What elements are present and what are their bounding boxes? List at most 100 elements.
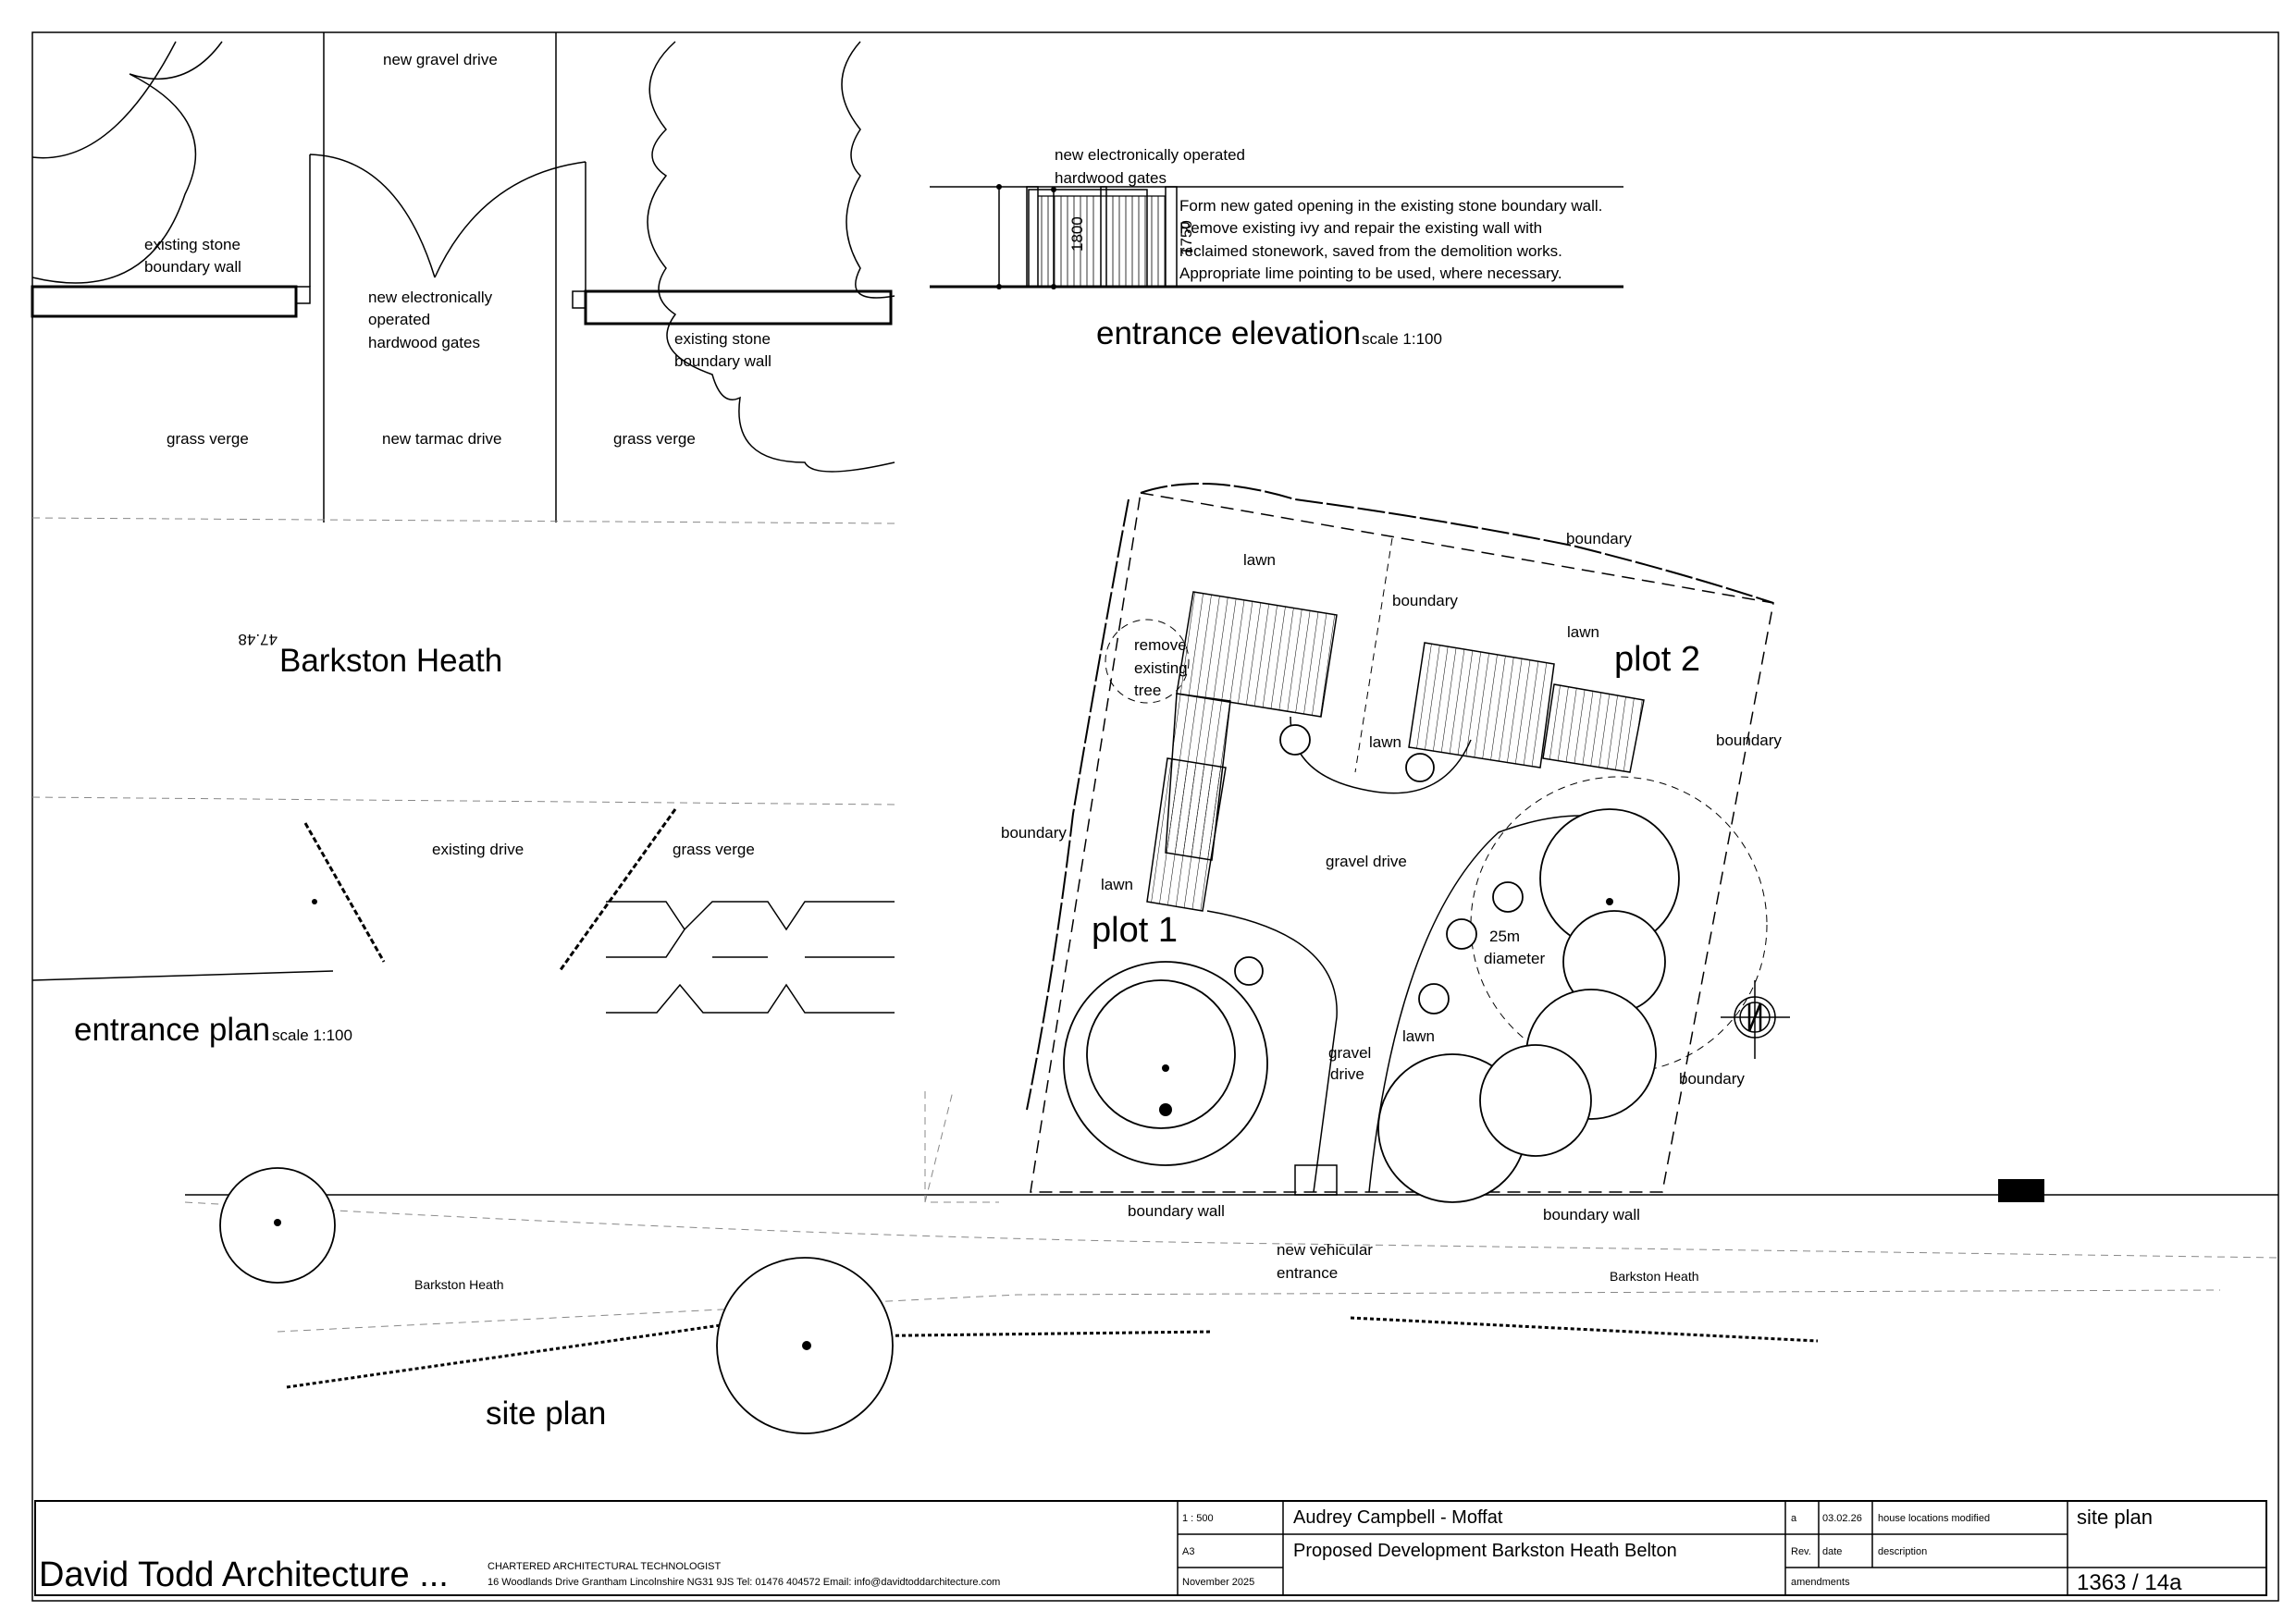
label-lawn: lawn bbox=[1243, 551, 1276, 569]
date-header: date bbox=[1822, 1546, 1842, 1557]
drawing-title: site plan bbox=[2077, 1506, 2153, 1529]
label-existing-wall-left-2: boundary wall bbox=[144, 258, 241, 276]
site-plan: lawn boundary boundary lawn plot 2 remov… bbox=[184, 483, 2279, 1434]
label-gates: new electronically bbox=[368, 289, 493, 306]
label-gravel-drive: gravel drive bbox=[1326, 853, 1407, 870]
drawing-date: November 2025 bbox=[1182, 1577, 1254, 1588]
hedge-west bbox=[1026, 498, 1129, 1111]
road-edge-line bbox=[31, 517, 895, 524]
gate-swing-arcs bbox=[309, 154, 586, 291]
label-remove-tree: remove bbox=[1134, 636, 1187, 654]
drawing-scale: 1 : 500 bbox=[1182, 1513, 1214, 1524]
label-boundary: boundary bbox=[1566, 530, 1632, 547]
firm-name: David Todd Architecture ... bbox=[39, 1555, 449, 1594]
hedge-south-right bbox=[836, 1316, 1819, 1343]
elevation-note-4: Appropriate lime pointing to be used, wh… bbox=[1179, 264, 1562, 282]
elevation-note-1: Form new gated opening in the existing s… bbox=[1179, 197, 1602, 215]
label-drive: drive bbox=[1330, 1065, 1364, 1083]
label-remove-tree-2: existing bbox=[1134, 659, 1188, 677]
label-new-tarmac-drive: new tarmac drive bbox=[382, 430, 501, 448]
label-gates-3: hardwood gates bbox=[368, 334, 480, 351]
entrance-plan: new gravel drive existing stone boundary… bbox=[31, 32, 895, 1048]
label-diameter: diameter bbox=[1484, 950, 1545, 967]
entrance-elevation-scale: scale 1:100 bbox=[1362, 330, 1442, 348]
title-block: David Todd Architecture ... CHARTERED AR… bbox=[34, 1500, 2267, 1596]
label-gravel: gravel bbox=[1328, 1044, 1371, 1062]
label-lawn: lawn bbox=[1567, 623, 1599, 641]
label-boundary: boundary bbox=[1716, 732, 1782, 749]
road-edge-north bbox=[184, 1201, 2279, 1259]
house-plot-2-wing bbox=[1542, 683, 1645, 773]
label-boundary: boundary bbox=[1392, 592, 1458, 609]
north-arrow-icon bbox=[1721, 980, 1790, 1059]
label-lawn: lawn bbox=[1402, 1027, 1435, 1045]
elevation-note-3: reclaimed stonework, saved from the demo… bbox=[1179, 242, 1562, 260]
verge-kerbs bbox=[606, 901, 895, 1014]
stone-wall-left bbox=[31, 285, 298, 318]
label-existing-wall-right-2: boundary wall bbox=[674, 352, 772, 370]
entrance-elevation-title: entrance elevation bbox=[1096, 315, 1361, 351]
diameter-25m-circle bbox=[1470, 776, 1768, 1074]
label-grass-verge-lower: grass verge bbox=[673, 841, 755, 858]
revision-letter: a bbox=[1791, 1513, 1797, 1524]
firm-address: 16 Woodlands Drive Grantham Lincolnshire… bbox=[488, 1577, 1000, 1588]
gate-pier-right bbox=[1165, 186, 1178, 288]
site-plan-title: site plan bbox=[486, 1396, 606, 1432]
entrance-plan-title: entrance plan bbox=[74, 1012, 270, 1048]
gate-pier-centre bbox=[1100, 186, 1107, 288]
entrance-gates bbox=[1294, 1164, 1338, 1196]
label-grass-verge-left: grass verge bbox=[167, 430, 249, 448]
label-remove-tree-3: tree bbox=[1134, 682, 1161, 699]
label-road-left: Barkston Heath bbox=[414, 1277, 504, 1292]
drawing-number: 1363 / 14a bbox=[2077, 1570, 2182, 1595]
revision-date: 03.02.26 bbox=[1822, 1513, 1862, 1524]
house-plot-1 bbox=[1176, 591, 1338, 718]
label-plot-2: plot 2 bbox=[1614, 640, 1700, 679]
label-new-vehicular-entrance-2: entrance bbox=[1277, 1264, 1338, 1282]
label-boundary: boundary bbox=[1679, 1070, 1745, 1088]
amendments-label: amendments bbox=[1791, 1577, 1850, 1588]
gate-leaf-left bbox=[1028, 189, 1148, 288]
label-25m: 25m bbox=[1489, 928, 1520, 945]
label-lawn: lawn bbox=[1101, 876, 1133, 893]
plot-division-line bbox=[1354, 537, 1393, 773]
house-plot-1-garage bbox=[1146, 757, 1227, 912]
elevation-note-2: Remove existing ivy and repair the exist… bbox=[1179, 219, 1542, 237]
tree-canopy-left bbox=[31, 41, 223, 284]
sheet-border bbox=[31, 31, 2279, 1602]
label-boundary: boundary bbox=[1001, 824, 1067, 842]
label-existing-drive: existing drive bbox=[432, 841, 524, 858]
label-grass-verge-right: grass verge bbox=[613, 430, 696, 448]
label-existing-wall-left: existing stone bbox=[144, 236, 241, 253]
site-boundary bbox=[1030, 492, 1774, 1193]
description-header: description bbox=[1878, 1546, 1927, 1557]
tree-to-remove bbox=[1105, 619, 1190, 704]
outbuilding bbox=[1998, 1179, 2044, 1202]
existing-drive-edges bbox=[303, 808, 677, 972]
label-road-right: Barkston Heath bbox=[1610, 1269, 1699, 1284]
label-elevation-gates-2: hardwood gates bbox=[1055, 169, 1167, 187]
road-edge-line bbox=[31, 796, 895, 805]
rev-header: Rev. bbox=[1791, 1546, 1811, 1557]
label-new-gravel-drive: new gravel drive bbox=[383, 51, 498, 68]
paper-size: A3 bbox=[1182, 1546, 1194, 1557]
house-plot-2 bbox=[1408, 642, 1555, 768]
road-edge-south bbox=[277, 1289, 2221, 1333]
client-name: Audrey Campbell - Moffat bbox=[1293, 1507, 1503, 1528]
dim-1750: 1750 bbox=[1178, 220, 1195, 255]
entrance-elevation: 1800 1750 new electronically operated ha… bbox=[930, 146, 1623, 351]
label-boundary-wall: boundary wall bbox=[1128, 1202, 1225, 1220]
label-existing-wall-right: existing stone bbox=[674, 330, 771, 348]
label-gates-2: operated bbox=[368, 311, 430, 328]
label-level: 47.48 bbox=[238, 631, 278, 648]
stone-wall-right bbox=[584, 289, 893, 326]
revision-description: house locations modified bbox=[1878, 1513, 1990, 1524]
project-name: Proposed Development Barkston Heath Belt… bbox=[1293, 1541, 1677, 1561]
label-elevation-gates: new electronically operated bbox=[1055, 146, 1245, 164]
hedge-north bbox=[1140, 483, 1774, 604]
label-plot-1: plot 1 bbox=[1092, 911, 1178, 950]
tree-canopy-right bbox=[647, 41, 895, 473]
gate-pier-left bbox=[1026, 186, 1039, 288]
label-boundary-wall: boundary wall bbox=[1543, 1206, 1640, 1223]
